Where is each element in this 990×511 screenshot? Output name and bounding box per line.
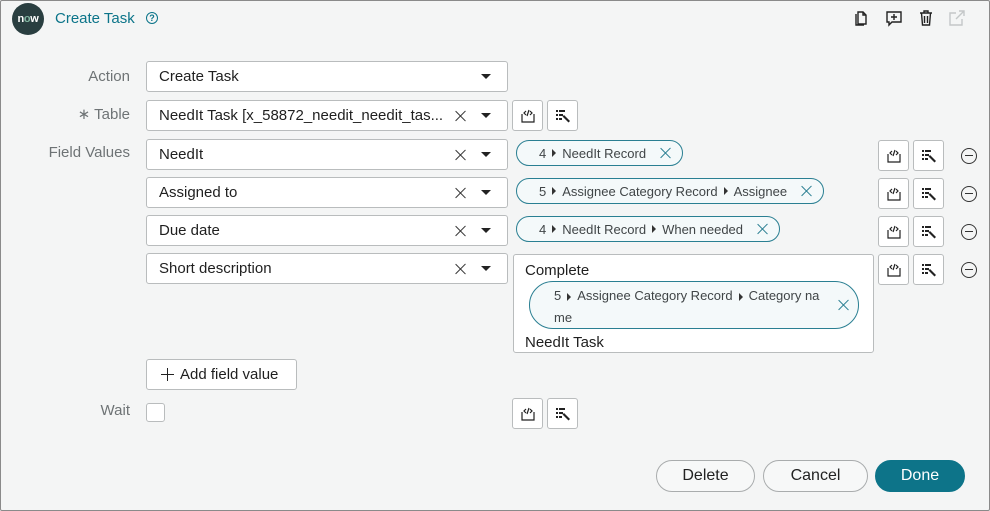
data-pill-picker-icon <box>555 407 570 420</box>
cancel-button[interactable]: Cancel <box>763 460 868 492</box>
help-icon[interactable]: ? <box>146 12 158 24</box>
data-pill-picker-button[interactable] <box>913 254 944 285</box>
remove-pill-icon[interactable] <box>660 147 672 159</box>
data-pill-picker-icon <box>921 225 936 238</box>
data-pill-picker-button[interactable] <box>913 178 944 209</box>
field-select-due-date[interactable]: Due date <box>146 215 508 246</box>
open-external-icon[interactable] <box>948 9 966 27</box>
script-button[interactable] <box>512 398 543 429</box>
clear-icon[interactable] <box>453 108 469 124</box>
script-icon <box>886 225 901 239</box>
script-button[interactable] <box>878 178 909 209</box>
trash-icon[interactable] <box>917 9 935 27</box>
script-icon <box>520 407 535 421</box>
remove-row-icon[interactable] <box>961 262 977 278</box>
clear-icon[interactable] <box>453 223 469 239</box>
script-button[interactable] <box>878 140 909 171</box>
wait-label: Wait <box>100 402 130 419</box>
clear-icon[interactable] <box>453 147 469 163</box>
field-select-short-description[interactable]: Short description <box>146 253 508 284</box>
table-label: ∗ Table <box>77 106 130 123</box>
script-icon <box>886 149 901 163</box>
chevron-down-icon <box>481 74 491 79</box>
data-pill-picker-button[interactable] <box>913 216 944 247</box>
data-pill-picker-button[interactable] <box>547 398 578 429</box>
page-title: Create Task <box>55 10 135 27</box>
clear-icon[interactable] <box>453 185 469 201</box>
data-pill-picker-icon <box>921 263 936 276</box>
remove-pill-icon[interactable] <box>838 299 850 311</box>
action-select[interactable]: Create Task <box>146 61 508 92</box>
data-pill-picker-button[interactable] <box>913 140 944 171</box>
chevron-down-icon <box>481 266 491 271</box>
field-select-assigned-to[interactable]: Assigned to <box>146 177 508 208</box>
remove-row-icon[interactable] <box>961 148 977 164</box>
chevron-down-icon <box>481 228 491 233</box>
script-button[interactable] <box>878 254 909 285</box>
action-label: Action <box>88 68 130 85</box>
remove-row-icon[interactable] <box>961 186 977 202</box>
chevron-down-icon <box>481 190 491 195</box>
remove-pill-icon[interactable] <box>757 223 769 235</box>
done-button[interactable]: Done <box>875 460 965 492</box>
delete-button[interactable]: Delete <box>656 460 755 492</box>
field-select-needit[interactable]: NeedIt <box>146 139 508 170</box>
script-icon <box>886 263 901 277</box>
field-values-label: Field Values <box>48 144 130 161</box>
remove-pill-icon[interactable] <box>801 185 813 197</box>
add-field-value-button[interactable]: Add field value <box>146 359 297 390</box>
plus-icon <box>161 368 174 381</box>
data-pill-picker-button[interactable] <box>547 100 578 131</box>
data-pill-picker-icon <box>921 187 936 200</box>
script-icon <box>886 187 901 201</box>
copy-icon[interactable] <box>852 9 870 27</box>
add-comment-icon[interactable] <box>885 9 903 27</box>
script-button[interactable] <box>878 216 909 247</box>
required-marker: ∗ <box>77 106 91 123</box>
chevron-down-icon <box>481 152 491 157</box>
data-pill-picker-icon <box>555 109 570 122</box>
chevron-down-icon <box>481 113 491 118</box>
data-pill-picker-icon <box>921 149 936 162</box>
remove-row-icon[interactable] <box>961 224 977 240</box>
clear-icon[interactable] <box>453 261 469 277</box>
wait-checkbox[interactable] <box>146 403 165 422</box>
script-button[interactable] <box>512 100 543 131</box>
table-select[interactable]: NeedIt Task [x_58872_needit_needit_tas..… <box>146 100 508 131</box>
script-icon <box>520 109 535 123</box>
